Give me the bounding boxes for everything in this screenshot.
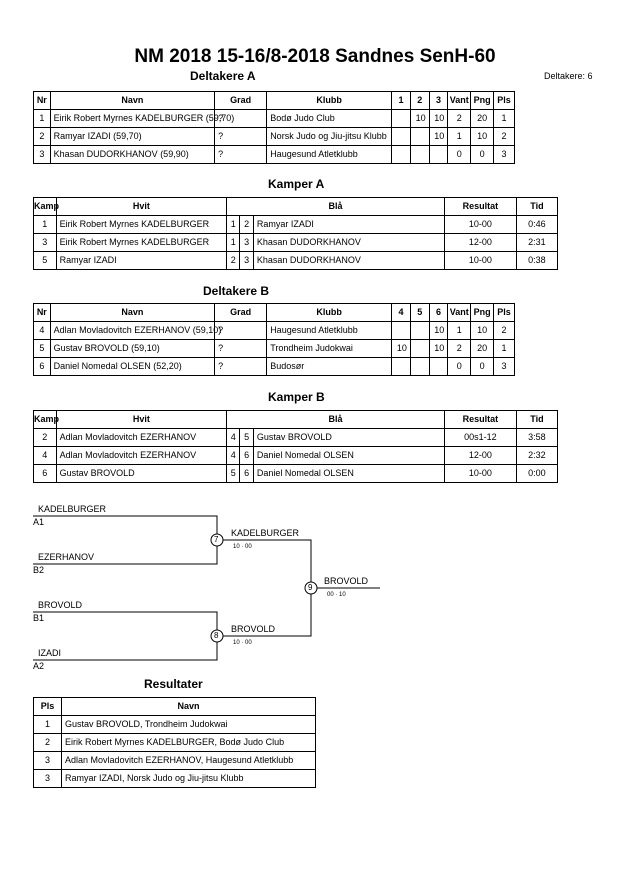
cell-pls: 3 [33, 769, 62, 788]
table-row: 6 Gustav BROVOLD 5 6 Daniel Nomedal OLSE… [33, 464, 559, 483]
col-header: Kamp [33, 410, 59, 429]
cell-png: 0 [470, 145, 495, 164]
table-row: 2 Ramyar IZADI (59,70) ? Norsk Judo og J… [33, 127, 515, 146]
match-7-score: 10 · 00 [233, 544, 252, 550]
cell-bla-nr: 5 [239, 428, 254, 447]
cell-navn: Adlan Movladovitch EZERHANOV, Haugesund … [61, 751, 316, 770]
match-7-winner: KADELBURGER [231, 528, 300, 538]
cell-bla: Khasan DUDORKHANOV [252, 251, 445, 270]
match-8-number: 8 [214, 631, 219, 640]
table-header-row: Nr Navn Grad Klubb 4 5 6 Vant Png Pls [33, 303, 515, 322]
table-row: 3 Eirik Robert Myrnes KADELBURGER 1 3 Kh… [33, 233, 559, 252]
table-header-row: Pls Navn [33, 697, 316, 716]
participant-count: Deltakere: 6 [544, 71, 593, 81]
cell-pls: 2 [33, 733, 62, 752]
cell-tid: 0:00 [515, 464, 559, 483]
match-9-circle [304, 581, 318, 595]
table-row: 3 Khasan DUDORKHANOV (59,90) ? Haugesund… [33, 145, 515, 164]
match-7-circle [210, 533, 224, 547]
deltakere-a-table: Nr Navn Grad Klubb 1 2 3 Vant Png Pls 1 … [33, 91, 515, 164]
cell-navn: Daniel Nomedal OLSEN (52,20) [49, 357, 216, 376]
cell-klubb: Haugesund Atletklubb [266, 145, 393, 164]
table-row: 2 Eirik Robert Myrnes KADELBURGER, Bodø … [33, 733, 316, 752]
table-row: 3 Adlan Movladovitch EZERHANOV, Haugesun… [33, 751, 316, 770]
page-title: NM 2018 15-16/8-2018 Sandnes SenH-60 [134, 46, 496, 67]
resultater-table: Pls Navn 1 Gustav BROVOLD, Trondheim Jud… [33, 697, 316, 788]
match-8-circle [210, 629, 224, 643]
col-header: Navn [61, 697, 316, 716]
cell-grad: ? [214, 145, 268, 164]
cell-pls: 3 [493, 145, 515, 164]
bracket-entry-name: IZADI [38, 648, 62, 658]
cell-navn: Ramyar IZADI, Norsk Judo og Jiu-jitsu Kl… [61, 769, 316, 788]
bracket-entry-seed: A2 [33, 661, 45, 671]
kamper-a-table: Kamp Hvit Blå Resultat Tid 1 Eirik Rober… [33, 197, 559, 270]
cell-navn: Eirik Robert Myrnes KADELBURGER, Bodø Ju… [61, 733, 316, 752]
cell-grad: ? [214, 357, 268, 376]
match-9-winner: BROVOLD [324, 576, 369, 586]
table-row: 5 Gustav BROVOLD (59,10) ? Trondheim Jud… [33, 339, 515, 358]
cell-bla: Daniel Nomedal OLSEN [252, 464, 445, 483]
table-row: 1 Eirik Robert Myrnes KADELBURGER (59,70… [33, 109, 515, 128]
deltakere-b-table: Nr Navn Grad Klubb 4 5 6 Vant Png Pls 4 … [33, 303, 515, 376]
match-8-score: 10 · 00 [233, 640, 252, 646]
cell-navn: Gustav BROVOLD, Trondheim Judokwai [61, 715, 316, 734]
cell-klubb: Budosør [266, 357, 393, 376]
match-7-number: 7 [214, 535, 219, 544]
match-8-winner: BROVOLD [231, 624, 276, 634]
cell-pls: 1 [33, 715, 62, 734]
cell-pls: 1 [493, 339, 515, 358]
table-row: 5 Ramyar IZADI 2 3 Khasan DUDORKHANOV 10… [33, 251, 559, 270]
cell-pls: 3 [33, 751, 62, 770]
bracket-entry-name: KADELBURGER [38, 504, 107, 514]
col-header: Pls [33, 697, 62, 716]
cell-grad: ? [214, 339, 268, 358]
cell-resultat: 10-00 [443, 251, 517, 270]
table-row: 6 Daniel Nomedal OLSEN (52,20) ? Budosør… [33, 357, 515, 376]
col-header: Tid [515, 410, 559, 429]
table-row: 1 Gustav BROVOLD, Trondheim Judokwai [33, 715, 316, 734]
cell-tid: 0:38 [515, 251, 559, 270]
bracket-entry-seed: A1 [33, 517, 45, 527]
cell-navn: Khasan DUDORKHANOV (59,90) [49, 145, 216, 164]
cell-kamp: 5 [33, 251, 57, 270]
cell-bla-nr: 3 [239, 251, 254, 270]
table-header-row: Kamp Hvit Blå Resultat Tid [33, 410, 559, 429]
cell-pls: 3 [493, 357, 515, 376]
bracket-entry-name: BROVOLD [38, 600, 83, 610]
cell-bla-nr: 6 [239, 464, 254, 483]
table-row: 1 Eirik Robert Myrnes KADELBURGER 1 2 Ra… [33, 215, 559, 234]
resultater-heading: Resultater [144, 677, 203, 691]
match-9-score: 00 · 10 [327, 592, 346, 598]
kamper-a-heading: Kamper A [268, 177, 325, 191]
bracket-entry-seed: B1 [33, 613, 45, 623]
bracket-entry-name: EZERHANOV [38, 552, 95, 562]
deltakere-a-heading: Deltakere A [190, 69, 256, 83]
deltakere-b-heading: Deltakere B [203, 284, 270, 298]
cell-hvit: Gustav BROVOLD [55, 464, 228, 483]
kamper-b-heading: Kamper B [268, 390, 325, 404]
match-9-number: 9 [308, 583, 313, 592]
bracket-entry-seed: B2 [33, 565, 45, 575]
kamper-b-table: Kamp Hvit Blå Resultat Tid 2 Adlan Movla… [33, 410, 559, 483]
table-row: 3 Ramyar IZADI, Norsk Judo og Jiu-jitsu … [33, 769, 316, 788]
